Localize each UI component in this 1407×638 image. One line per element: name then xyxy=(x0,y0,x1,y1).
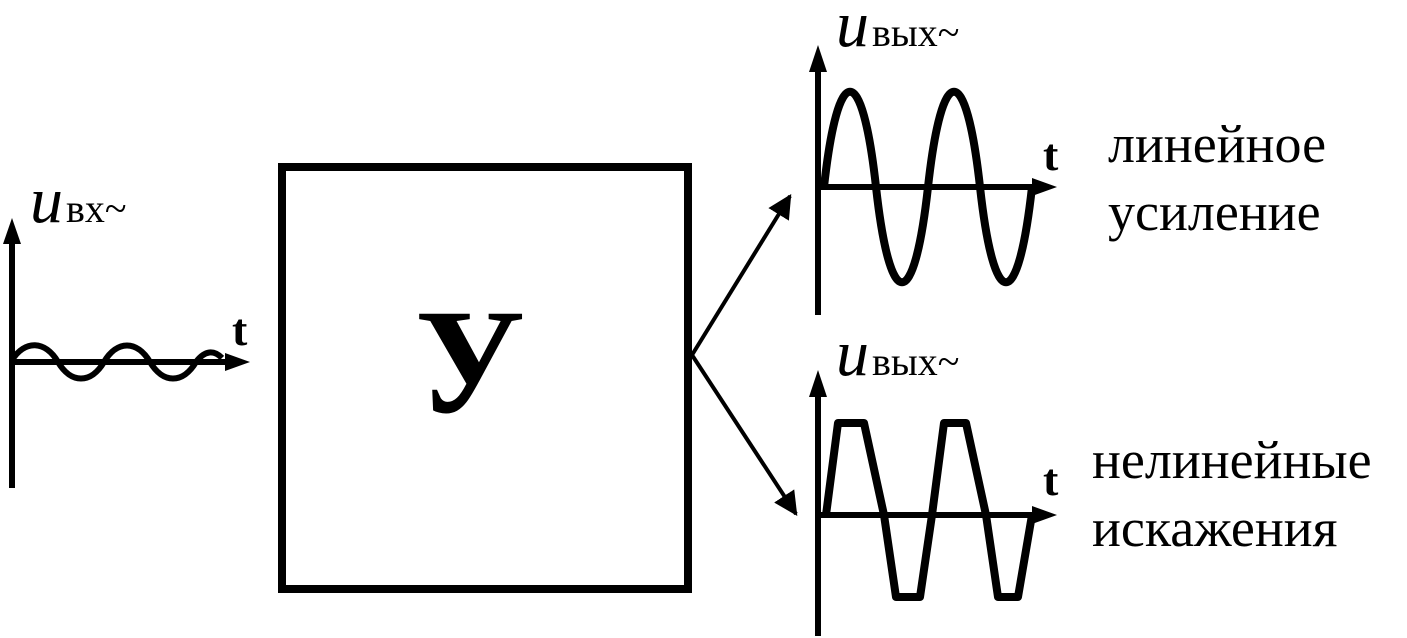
linear-sine-wave xyxy=(820,88,1036,286)
nonlinear-u-label: u xyxy=(836,317,869,390)
branch-arrows xyxy=(690,193,798,517)
arrow-to-linear xyxy=(690,193,792,357)
linear-output-plot: u вых~ t линейное усиление xyxy=(809,0,1326,315)
input-u-subscript: вх~ xyxy=(66,186,127,231)
linear-u-subscript: вых~ xyxy=(872,10,959,55)
nonlinear-u-subscript: вых~ xyxy=(872,339,959,384)
nonlinear-caption-line2: искажения xyxy=(1092,498,1337,558)
amplifier-label: У xyxy=(415,279,525,445)
linear-t-label: t xyxy=(1043,129,1059,180)
arrow-to-nonlinear xyxy=(690,353,798,517)
nonlinear-output-plot: u вых~ t нелинейные искажения xyxy=(809,317,1372,636)
amplifier-box xyxy=(278,163,692,593)
linear-y-axis-arrow xyxy=(809,45,827,72)
input-plot: u вх~ t xyxy=(3,164,250,488)
linear-caption-line1: линейное xyxy=(1108,114,1326,174)
nonlinear-caption-line1: нелинейные xyxy=(1092,430,1372,490)
nonlinear-clipped-wave xyxy=(822,419,1036,601)
linear-caption-line2: усиление xyxy=(1108,182,1321,242)
input-u-label: u xyxy=(30,164,63,237)
linear-u-label: u xyxy=(836,0,869,61)
input-sine-wave xyxy=(9,342,225,382)
nonlinear-x-axis-arrow xyxy=(1032,506,1057,524)
input-x-axis-arrow xyxy=(225,353,250,371)
amplifier-block: У xyxy=(278,163,692,593)
linear-x-axis-arrow xyxy=(1032,178,1057,196)
nonlinear-t-label: t xyxy=(1043,454,1059,505)
input-t-label: t xyxy=(232,304,248,355)
input-y-axis-arrow xyxy=(3,218,21,244)
nonlinear-y-axis-arrow xyxy=(809,370,827,397)
